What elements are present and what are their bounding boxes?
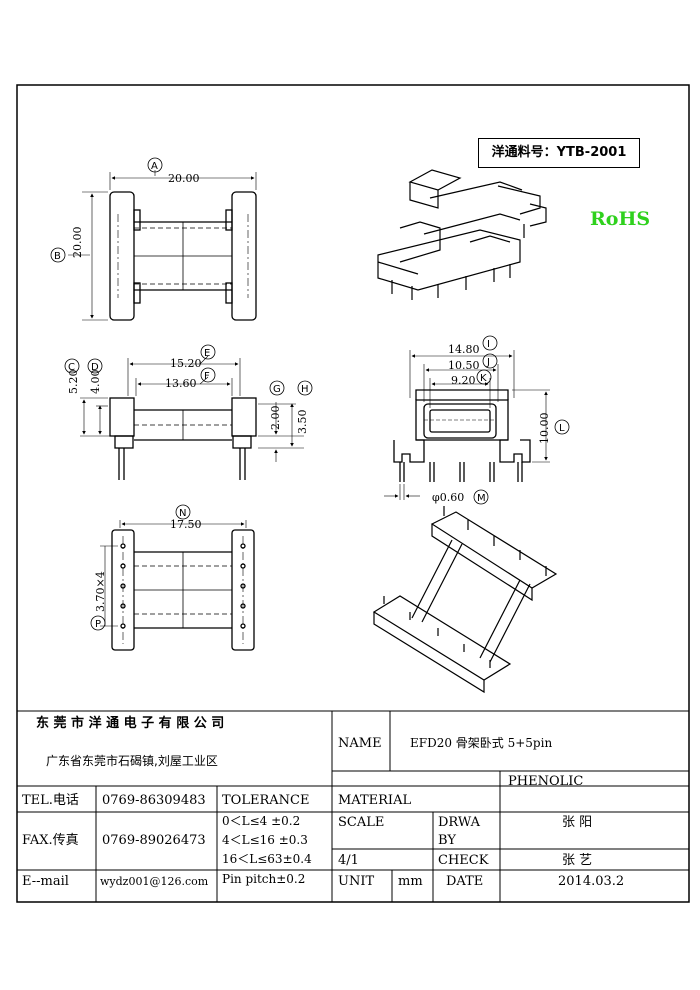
bubble-l-label: L [559, 423, 565, 434]
unit-value: mm [398, 874, 423, 889]
bubble-e-label: E [204, 348, 211, 359]
bubble-n-label: N [179, 508, 187, 519]
bubble-b [50, 247, 66, 263]
bubble-j [482, 353, 498, 369]
bubble-h [297, 380, 313, 396]
scale-value: 4/1 [338, 853, 359, 868]
side-view [80, 355, 304, 480]
dim-i-value: 14.80 [448, 343, 480, 356]
bottom-view [100, 520, 255, 651]
bubble-i-label: I [487, 339, 490, 350]
bubble-p-label: P [95, 619, 102, 630]
name-label: NAME [338, 736, 382, 751]
dim-h-value: 3.50 [296, 409, 309, 435]
dim-j-value: 10.50 [448, 359, 480, 372]
dim-m-value: φ0.60 [432, 491, 465, 504]
company-address: 广东省东莞市石碣镇,刘屋工业区 [46, 754, 218, 768]
material-label: MATERIAL [338, 793, 412, 808]
drawing-frame [16, 84, 690, 903]
tolerance-label: TOLERANCE [222, 793, 310, 808]
bubble-c-label: C [68, 362, 75, 373]
bubble-m [473, 489, 489, 505]
dim-f-value: 13.60 [165, 377, 197, 390]
tolerance-pin-pitch: Pin pitch±0.2 [222, 872, 306, 886]
material-value: PHENOLIC [508, 774, 584, 789]
checked-by-value: 张 艺 [562, 853, 593, 868]
top-view [68, 170, 257, 321]
tolerance-range-2: 4＜L≤16 ±0.3 [222, 833, 308, 847]
rohs-mark: RoHS [590, 208, 651, 230]
bubble-a-label: A [151, 161, 158, 172]
name-value: EFD20 骨架卧式 5+5pin [410, 736, 553, 750]
bubble-b-label: B [54, 251, 61, 262]
bubble-h-label: H [301, 384, 309, 395]
bubble-c [64, 358, 80, 374]
date-label: DATE [446, 874, 484, 889]
dim-a-value: 20.00 [168, 172, 200, 185]
part-number-label: 洋通料号：YTB-2001 [478, 138, 640, 168]
dim-l-value: 10.00 [538, 412, 551, 445]
bubble-p [90, 615, 106, 631]
bubble-k-label: K [480, 373, 487, 384]
fax-value: 0769-89026473 [102, 833, 206, 848]
unit-label: UNIT [338, 874, 375, 889]
bubble-d [87, 358, 103, 374]
by-label: BY [438, 833, 456, 848]
bubble-g [269, 380, 285, 396]
bubble-g-label: G [273, 384, 281, 395]
bubble-a [147, 157, 163, 173]
isometric-view-top [377, 169, 547, 300]
email-label: E--mail [22, 874, 69, 889]
bubble-e [200, 344, 216, 360]
email-value: wydz001@126.com [100, 875, 209, 888]
fax-label: FAX.传真 [22, 833, 79, 848]
tel-label: TEL.电话 [22, 793, 79, 808]
dim-g-value: 2.00 [269, 405, 282, 431]
dim-n-value: 17.50 [170, 518, 202, 531]
check-label: CHECK [438, 853, 489, 868]
tolerance-range-1: 0＜L≤4 ±0.2 [222, 814, 301, 828]
bubble-m-label: M [477, 493, 486, 504]
drawn-by-value: 张 阳 [562, 815, 593, 830]
tel-value: 0769-86309483 [102, 793, 206, 808]
bubble-k [476, 369, 492, 385]
bubble-f [200, 367, 216, 383]
bubble-l [554, 419, 570, 435]
scale-label: SCALE [338, 815, 385, 830]
bubble-n [175, 504, 191, 520]
drwa-label: DRWA [438, 815, 481, 830]
bubble-j-label: J [487, 357, 490, 368]
bubble-d-label: D [91, 362, 99, 373]
dim-b-value: 20.00 [71, 226, 84, 259]
front-view [384, 350, 550, 500]
dim-e-value: 15.20 [170, 357, 202, 370]
tolerance-range-3: 16＜L≤63±0.4 [222, 852, 312, 866]
title-block-grid [17, 710, 689, 902]
date-value: 2014.03.2 [558, 874, 625, 889]
bubble-i [482, 335, 498, 351]
dim-k-value: 9.20 [451, 374, 476, 387]
isometric-view-bottom [372, 506, 558, 694]
dim-p-value: 3.70×4 [94, 571, 107, 612]
bubble-f-label: F [204, 371, 210, 382]
company-name: 东 莞 市 洋 通 电 子 有 限 公 司 [36, 716, 225, 731]
